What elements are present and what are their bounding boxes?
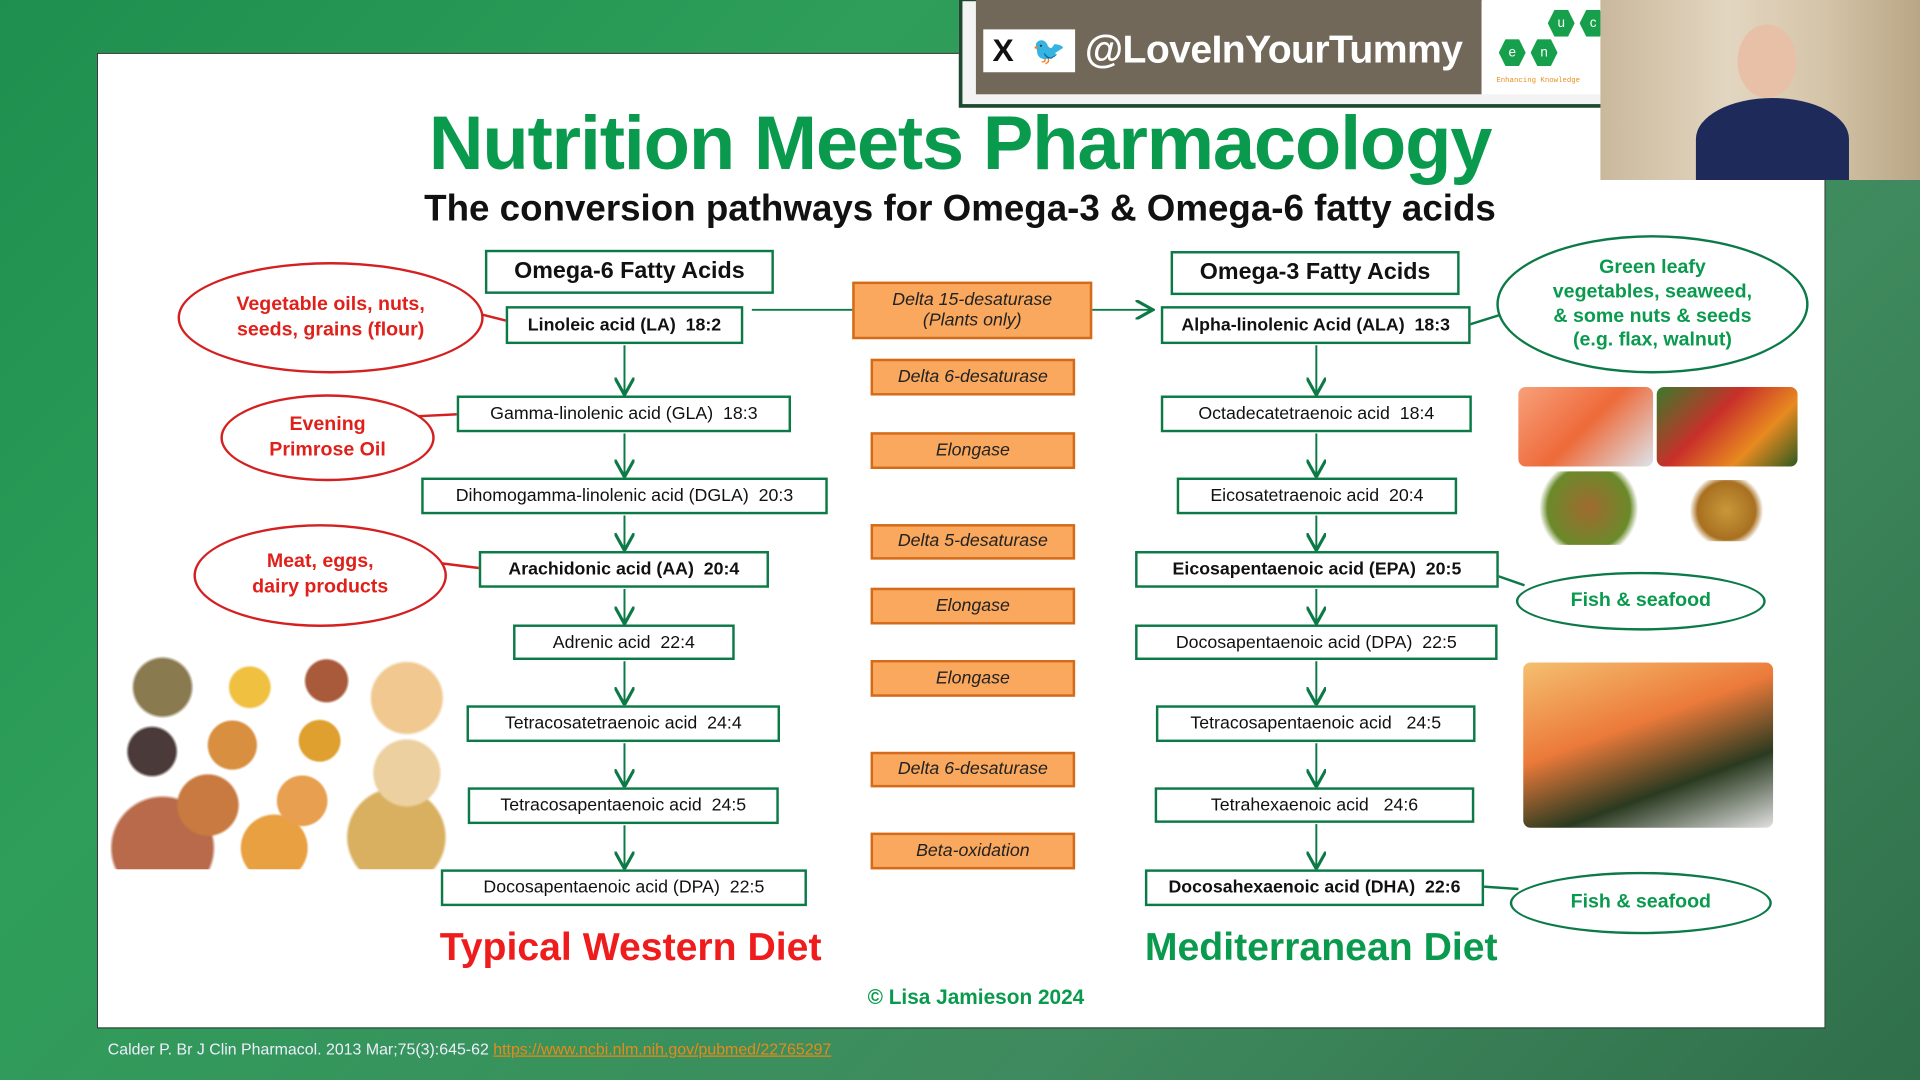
enuc-logo: e n u c Enhancing Knowledge [1481, 0, 1607, 95]
omega3-step-eicosatetraenoic: Eicosatetraenoic acid 20:4 [1176, 477, 1458, 515]
enzyme-note: (Plants only) [922, 310, 1022, 331]
enzyme-beta-oxidation: Beta-oxidation [870, 832, 1076, 870]
omega3-step-dpa: Docosapentaenoic acid (DPA) 22:5 [1135, 624, 1498, 661]
citation-text: Calder P. Br J Clin Pharmacol. 2013 Mar;… [107, 1039, 489, 1058]
fruit-basket-image [1530, 471, 1647, 545]
omega3-step-tetracosapentaenoic: Tetracosapentaenoic acid 24:5 [1155, 705, 1476, 743]
omega6-step-dgla: Dihomogamma-linolenic acid (DGLA) 20:3 [421, 477, 828, 515]
omega6-step-aa: Arachidonic acid (AA) 20:4 [478, 551, 769, 588]
enzyme-elongase: Elongase [870, 432, 1076, 469]
salmon-image [1518, 386, 1654, 467]
omega6-step-la: Linoleic acid (LA) 18:2 [505, 306, 744, 345]
presenter-face [1737, 24, 1797, 98]
omega6-step-adrenic: Adrenic acid 22:4 [513, 624, 735, 661]
source-meat-eggs-dairy: Meat, eggs, dairy products [193, 524, 447, 627]
presenter-body [1695, 97, 1849, 181]
social-handle: @LoveInYourTummy [1084, 26, 1463, 72]
enzyme-label: Delta 15-desaturase [892, 289, 1053, 310]
source-fish-seafood: Fish & seafood [1509, 871, 1772, 935]
omega6-step-tetracosatetraenoic: Tetracosatetraenoic acid 24:4 [466, 705, 781, 743]
citation: Calder P. Br J Clin Pharmacol. 2013 Mar;… [108, 1040, 832, 1058]
omega6-step-tetracosapentaenoic: Tetracosapentaenoic acid 24:5 [467, 787, 779, 825]
source-fish-seafood: Fish & seafood [1515, 571, 1766, 631]
mediterranean-diet-label: Mediterranean Diet [1144, 924, 1498, 969]
omega3-header: Omega-3 Fatty Acids [1170, 251, 1460, 296]
omega6-step-dpa: Docosapentaenoic acid (DPA) 22:5 [440, 869, 807, 907]
enzyme-delta15-desaturase: Delta 15-desaturase (Plants only) [852, 281, 1093, 340]
logo-hex: e [1498, 39, 1526, 67]
enzyme-elongase: Elongase [870, 587, 1076, 625]
slide-subtitle: The conversion pathways for Omega-3 & Om… [424, 188, 1496, 229]
source-green-vegetables: Green leafy vegetables, seaweed, & some … [1496, 235, 1809, 374]
omega3-step-octadecatetraenoic: Octadecatetraenoic acid 18:4 [1160, 395, 1472, 433]
citation-link[interactable]: https://www.ncbi.nlm.nih.gov/pubmed/2276… [493, 1039, 832, 1058]
enzyme-delta6-desaturase: Delta 6-desaturase [870, 358, 1076, 396]
omega6-step-gla: Gamma-linolenic acid (GLA) 18:3 [456, 395, 792, 433]
walnuts-image [1683, 480, 1770, 542]
slide-title: Nutrition Meets Pharmacology [428, 101, 1493, 187]
western-foods-image [110, 655, 460, 870]
enzyme-delta6-desaturase: Delta 6-desaturase [870, 751, 1076, 788]
omega3-step-dha: Docosahexaenoic acid (DHA) 22:6 [1144, 869, 1485, 907]
western-diet-label: Typical Western Diet [439, 924, 822, 969]
twitter-bird-icon: 🐦 [1032, 34, 1066, 66]
x-logo-icon: X [992, 31, 1014, 69]
presenter-webcam [1600, 0, 1920, 181]
logo-hex: n [1530, 39, 1558, 67]
source-vegetable-oils: Vegetable oils, nuts, seeds, grains (flo… [177, 262, 484, 374]
copyright: © Lisa Jamieson 2024 [867, 985, 1085, 1009]
omega6-header: Omega-6 Fatty Acids [484, 249, 774, 294]
vegetables-image [1656, 386, 1798, 467]
logo-hex: u [1547, 9, 1575, 37]
omega3-step-tetrahexaenoic: Tetrahexaenoic acid 24:6 [1154, 787, 1475, 823]
enzyme-elongase: Elongase [870, 660, 1076, 697]
source-evening-primrose: Evening Primrose Oil [220, 394, 435, 482]
salmon-dish-image [1523, 662, 1774, 828]
omega3-step-ala: Alpha-linolenic Acid (ALA) 18:3 [1160, 306, 1471, 345]
enzyme-delta5-desaturase: Delta 5-desaturase [870, 524, 1076, 560]
logo-tagline: Enhancing Knowledge [1496, 75, 1581, 85]
omega3-step-epa: Eicosapentaenoic acid (EPA) 20:5 [1135, 551, 1499, 588]
social-icons: X 🐦 [983, 29, 1076, 73]
